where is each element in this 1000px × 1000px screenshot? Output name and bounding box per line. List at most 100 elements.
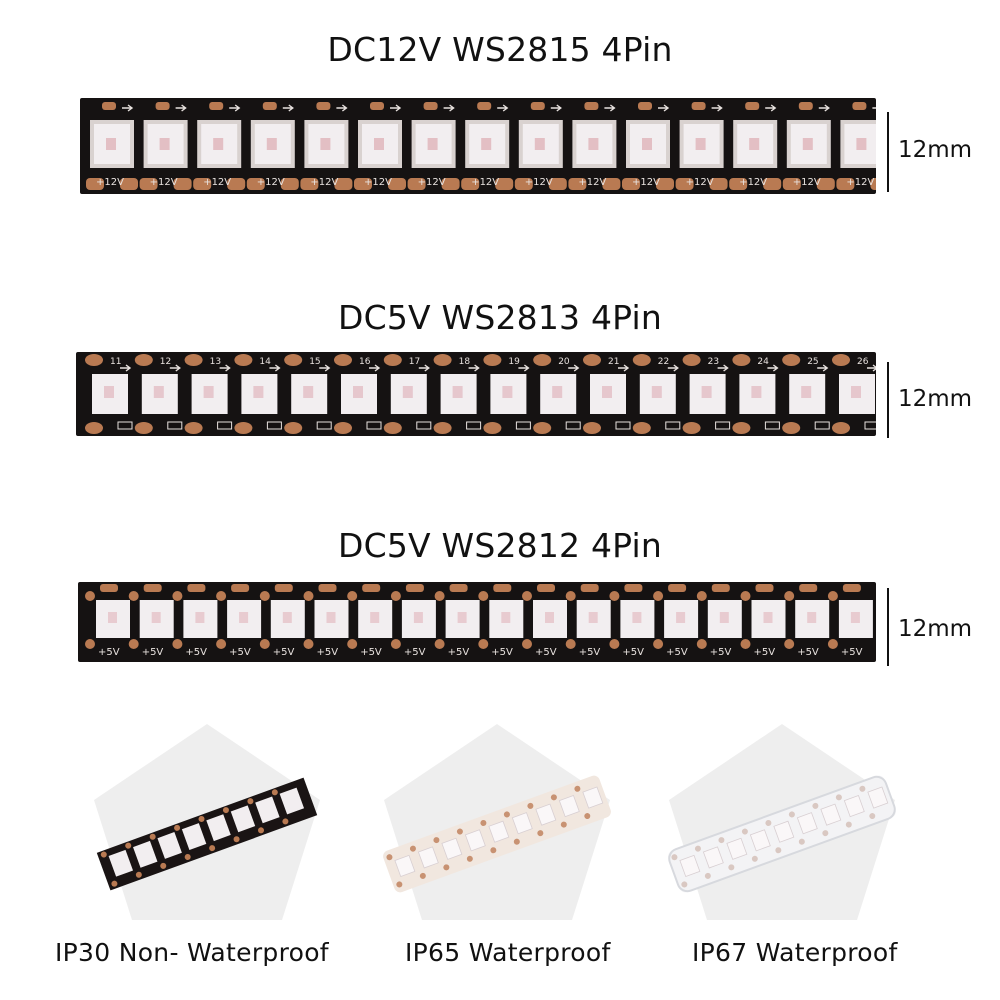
solder-pad [609,591,620,601]
voltage-marking: +12V [632,177,660,188]
led-die [763,612,773,623]
solder-pad [143,584,162,592]
solder-pad [274,584,293,592]
solder-pad [461,178,480,190]
solder-pad [704,872,711,879]
solder-pad [490,847,497,854]
capacitor-outline [466,421,482,430]
direction-arrow [336,104,348,112]
solder-pad [134,422,153,434]
led-die [701,386,712,398]
capacitor-outline [366,421,382,430]
solder-pad [259,591,270,601]
led-die [632,612,642,623]
direction-arrow [282,104,294,112]
solder-pad [696,591,707,601]
voltage-marking: +5V [579,647,601,658]
solder-pad [816,178,835,190]
voltage-marking: +5V [491,647,513,658]
voltage-marking: +5V [229,647,251,658]
product-title-ws2813: DC5V WS2813 4Pin [337,298,662,337]
solder-pad [262,102,277,110]
solder-pad [782,178,801,190]
solder-pad [537,584,555,592]
capacitor-outline [565,421,581,430]
solder-pad [574,785,581,792]
solder-pad [740,591,751,601]
solder-pad [284,422,303,434]
solder-pad [456,828,463,835]
led-chip [582,786,604,809]
solder-pad [383,422,402,434]
solder-pad [149,833,156,840]
voltage-marking: +12V [418,177,446,188]
solder-pad [280,178,299,190]
solder-pad [347,591,358,601]
led-die [239,612,249,623]
led-die [642,138,652,150]
solder-pad [732,422,751,434]
chip-index-label: 25 [807,357,818,367]
solder-pad [711,584,730,592]
capacitor-outline [167,421,183,430]
solder-pad [231,584,250,592]
led-die [151,612,161,623]
direction-arrow [817,364,829,372]
width-dimension-bar [887,362,889,438]
solder-pad [128,639,139,649]
ip65-caption: IP65 Waterproof [405,938,611,967]
chip-index-label: 11 [110,357,121,367]
solder-pad [160,862,167,869]
direction-arrow [604,104,616,112]
direction-arrow [319,364,331,372]
solder-pad [675,178,694,190]
width-label-ws2812: 12mm [898,616,973,642]
led-die [413,612,423,623]
solder-pad [390,639,401,649]
solder-pad [480,819,487,826]
solder-pad [187,584,206,592]
capacitor-outline [266,421,282,430]
voltage-marking: +5V [142,647,164,658]
voltage-marking: +5V [841,647,863,658]
solder-pad [745,102,760,110]
led-die [266,138,277,150]
solder-pad [632,354,651,366]
voltage-marking: +12V [310,177,338,188]
capacitor-outline [764,421,780,430]
led-die [851,386,861,398]
direction-arrow [867,364,876,372]
solder-pad [184,853,191,860]
solder-pad [842,584,861,592]
capacitor-outline [814,421,830,430]
chip-index-label: 15 [309,357,320,367]
solder-pad [303,639,314,649]
strip-sample [668,775,896,893]
solder-pad [537,830,544,837]
led-chip [255,796,280,824]
product-title-ws2812: DC5V WS2812 4Pin [337,526,662,565]
led-die [802,138,813,150]
solder-pad [86,178,104,190]
direction-arrow [175,104,187,112]
direction-arrow [872,107,876,109]
led-die [326,612,336,623]
capacitor-outline [715,421,731,430]
solder-pad [434,639,445,649]
solder-pad [732,354,751,366]
solder-pad [845,821,852,828]
width-dimension-bar [887,112,889,192]
chip-index-label: 13 [210,357,221,367]
direction-arrow [658,104,670,112]
led-chip [702,846,724,869]
led-die [159,138,170,150]
solder-pad [624,584,643,592]
voltage-marking: +5V [535,647,557,658]
led-die [153,386,164,398]
direction-arrow [818,104,830,112]
solder-pad [198,815,205,822]
solder-pad [671,854,678,861]
led-chip [796,812,818,835]
solder-pad [100,851,107,858]
solder-pad [565,639,576,649]
